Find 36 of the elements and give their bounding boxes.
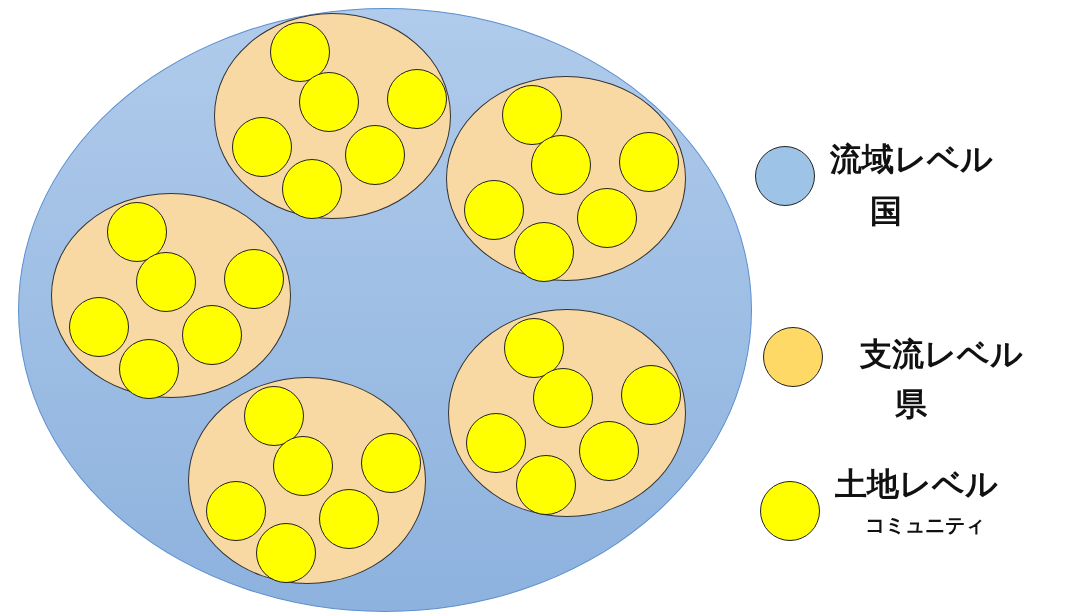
legend-label: 流域レベル [830, 139, 993, 180]
community-circle [232, 117, 292, 177]
community-circle [206, 481, 266, 541]
legend-sublabel: 国 [870, 191, 902, 232]
community-circle [273, 436, 333, 496]
community-circle [466, 413, 526, 473]
community-circle [464, 180, 524, 240]
community-circle [619, 132, 679, 192]
community-circle [299, 72, 359, 132]
community-circle [533, 368, 593, 428]
community-circle [244, 386, 304, 446]
community-circle [119, 339, 179, 399]
community-circle [270, 22, 330, 82]
community-circle [345, 125, 405, 185]
community-circle [282, 159, 342, 219]
community-circle [256, 523, 316, 583]
community-circle [107, 202, 167, 262]
community-circle [319, 489, 379, 549]
community-circle [69, 297, 129, 357]
community-circle [504, 318, 564, 378]
community-circle [577, 188, 637, 248]
community-circle [531, 135, 591, 195]
community-circle [387, 69, 447, 129]
legend-sublabel: 県 [895, 384, 927, 425]
community-circle [136, 252, 196, 312]
legend-label: 土地レベル [835, 464, 998, 505]
community-circle [579, 421, 639, 481]
community-circle [502, 85, 562, 145]
community-circle [361, 433, 421, 493]
community-circle [224, 249, 284, 309]
community-circle [621, 365, 681, 425]
community-circle [516, 455, 576, 515]
legend-sublabel: コミュニティ [865, 512, 985, 539]
legend-label: 支流レベル [860, 334, 1023, 375]
community-circle [182, 305, 242, 365]
community-circle [514, 222, 574, 282]
